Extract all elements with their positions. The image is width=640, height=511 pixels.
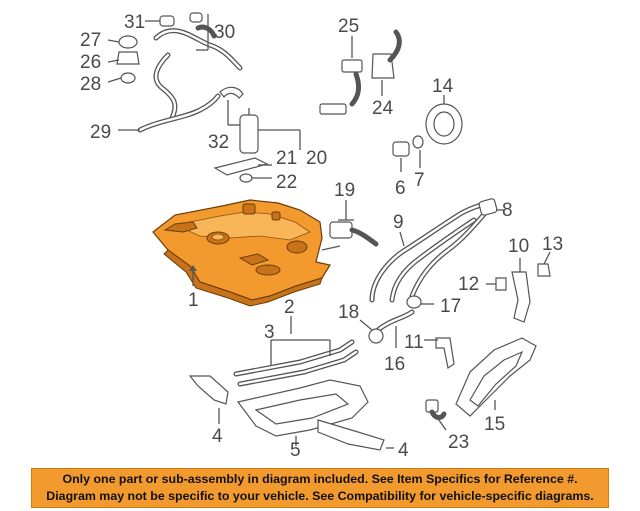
callout-32: 32 bbox=[208, 132, 229, 153]
brackets-4 bbox=[188, 375, 394, 451]
callout-9: 9 bbox=[393, 212, 404, 233]
callout-25: 25 bbox=[338, 16, 359, 37]
heat-shield bbox=[236, 379, 369, 446]
callout-2: 2 bbox=[284, 297, 295, 318]
callout-18: 18 bbox=[338, 302, 359, 323]
callout-29: 29 bbox=[90, 122, 111, 143]
fuel-tank bbox=[152, 199, 341, 307]
callout-1: 1 bbox=[188, 290, 199, 311]
sender-unit-group bbox=[319, 29, 402, 115]
callout-28: 28 bbox=[80, 74, 101, 95]
leader-lines-top-left bbox=[107, 14, 244, 131]
disclaimer-line-2: Diagram may not be specific to your vehi… bbox=[46, 489, 594, 503]
filler-cap-group bbox=[392, 95, 463, 172]
parts-diagram: 1 2 3 4 4 5 6 7 8 9 10 11 12 13 14 15 16… bbox=[80, 12, 563, 461]
splash-shield bbox=[455, 337, 537, 417]
callout-3: 3 bbox=[264, 322, 275, 343]
callout-24: 24 bbox=[372, 98, 394, 119]
callout-7: 7 bbox=[414, 170, 425, 191]
hose-16-18 bbox=[359, 309, 415, 348]
callout-23: 23 bbox=[448, 432, 469, 453]
callout-10: 10 bbox=[508, 236, 529, 257]
callout-6: 6 bbox=[395, 178, 406, 199]
callout-15: 15 bbox=[484, 414, 505, 435]
callout-12: 12 bbox=[458, 274, 479, 295]
callout-5: 5 bbox=[290, 440, 301, 461]
callout-31: 31 bbox=[124, 12, 145, 33]
callout-4-left: 4 bbox=[212, 426, 223, 447]
disclaimer-line-1: Only one part or sub-assembly in diagram… bbox=[62, 472, 578, 486]
callout-26: 26 bbox=[80, 52, 101, 73]
vent-hose-group bbox=[116, 12, 244, 133]
callout-21: 21 bbox=[276, 148, 297, 169]
callout-17: 17 bbox=[440, 296, 461, 317]
callout-labels: 1 2 3 4 4 5 6 7 8 9 10 11 12 13 14 15 16… bbox=[80, 12, 563, 461]
callout-22: 22 bbox=[276, 172, 297, 193]
callout-16: 16 bbox=[384, 354, 405, 375]
sensor-23 bbox=[425, 399, 447, 431]
callout-8: 8 bbox=[502, 200, 513, 221]
callout-30: 30 bbox=[214, 22, 235, 43]
filler-pipe-group bbox=[369, 198, 504, 309]
tank-leader bbox=[189, 265, 197, 286]
bracket-group bbox=[424, 251, 551, 369]
callout-27: 27 bbox=[80, 30, 101, 51]
callout-4-right: 4 bbox=[398, 440, 409, 461]
valve-19 bbox=[329, 200, 379, 247]
tank-straps bbox=[233, 316, 359, 387]
callout-19: 19 bbox=[334, 180, 355, 201]
disclaimer-banner: Only one part or sub-assembly in diagram… bbox=[31, 468, 609, 508]
callout-20: 20 bbox=[306, 148, 327, 169]
callout-13: 13 bbox=[542, 234, 563, 255]
fuel-pump-group bbox=[213, 108, 301, 183]
callout-11: 11 bbox=[404, 332, 424, 353]
callout-14: 14 bbox=[432, 76, 454, 97]
